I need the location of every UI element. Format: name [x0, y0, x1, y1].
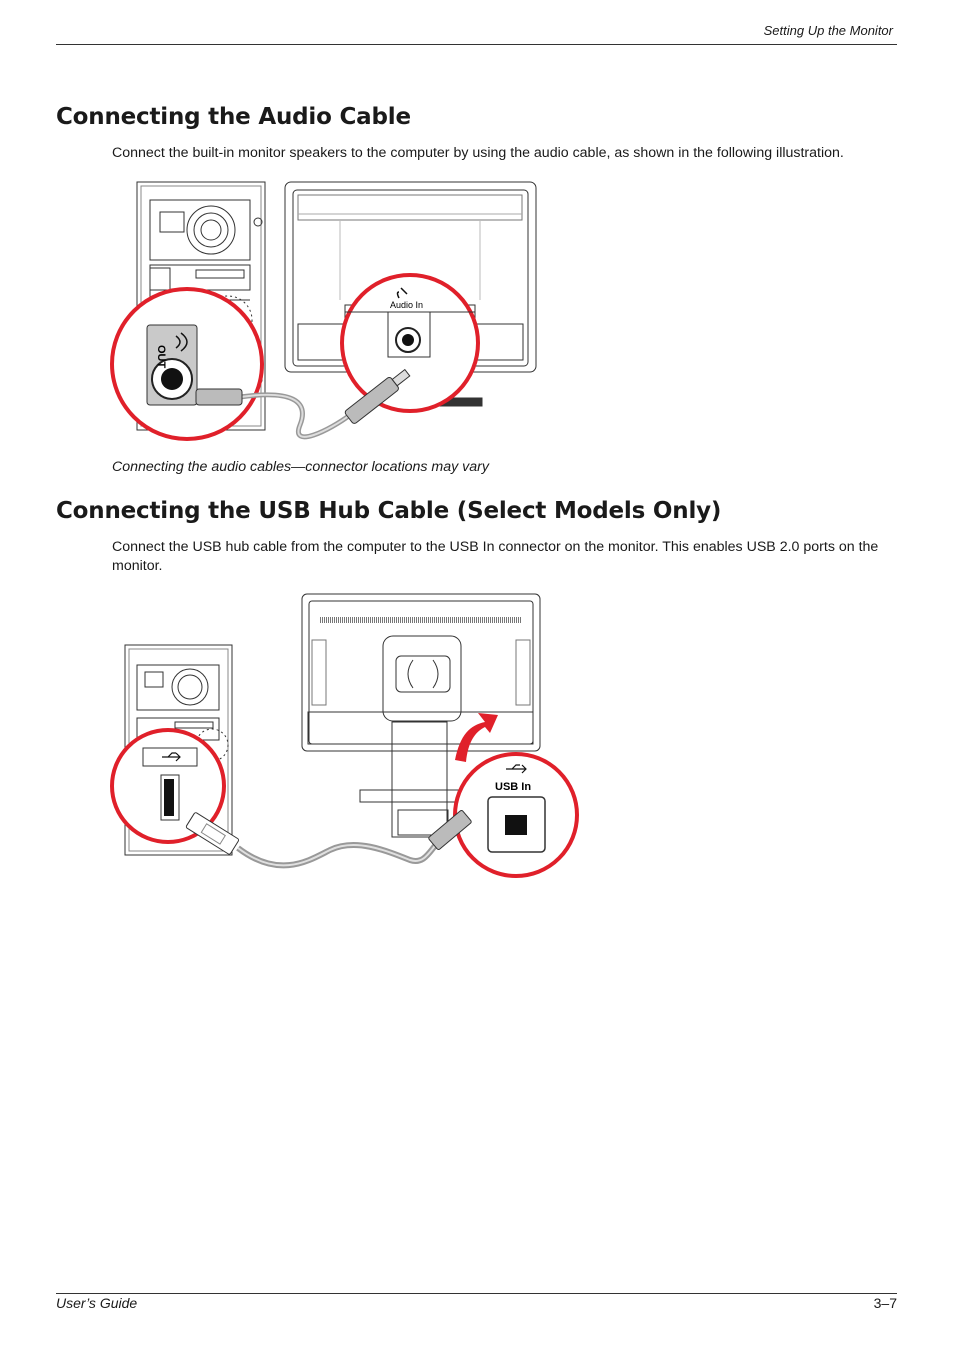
usb-in-label: USB In: [495, 781, 531, 793]
section-title-audio: Connecting the Audio Cable: [56, 104, 411, 130]
audio-in-callout: Audio In: [340, 273, 480, 413]
pc-tower: [136, 181, 266, 431]
usb-in-callout: USB In: [453, 752, 579, 878]
audio-cable: [195, 368, 411, 440]
figure-caption-audio: Connecting the audio cables—connector lo…: [112, 459, 489, 475]
footer-rule: [56, 1293, 897, 1294]
speaker-icon: [396, 287, 408, 299]
usb-symbol-icon: [162, 752, 181, 762]
audio-instructions: Connect the built-in monitor speakers to…: [112, 145, 844, 161]
usb-in-icon: [506, 764, 527, 774]
audio-in-label: Audio In: [390, 300, 423, 310]
monitor-back-usb: [301, 593, 541, 838]
usb-instructions: Connect the USB hub cable from the compu…: [112, 539, 879, 574]
running-header: Setting Up the Monitor: [763, 23, 893, 38]
audio-cable-illustration: OUT Audio In: [110, 181, 537, 441]
usb-cable: [185, 810, 472, 869]
footer-page-number: 3–7: [873, 1295, 897, 1311]
footer-guide-title: User’s Guide: [56, 1295, 138, 1311]
headphone-icon: [175, 332, 188, 352]
usb-port-callout: [110, 728, 226, 844]
header-rule: [56, 44, 897, 45]
out-label: OUT: [155, 345, 167, 369]
direction-arrow-icon: [455, 713, 498, 762]
usb-cable-illustration: USB In: [110, 593, 579, 878]
section-title-usb: Connecting the USB Hub Cable (Select Mod…: [56, 498, 722, 524]
